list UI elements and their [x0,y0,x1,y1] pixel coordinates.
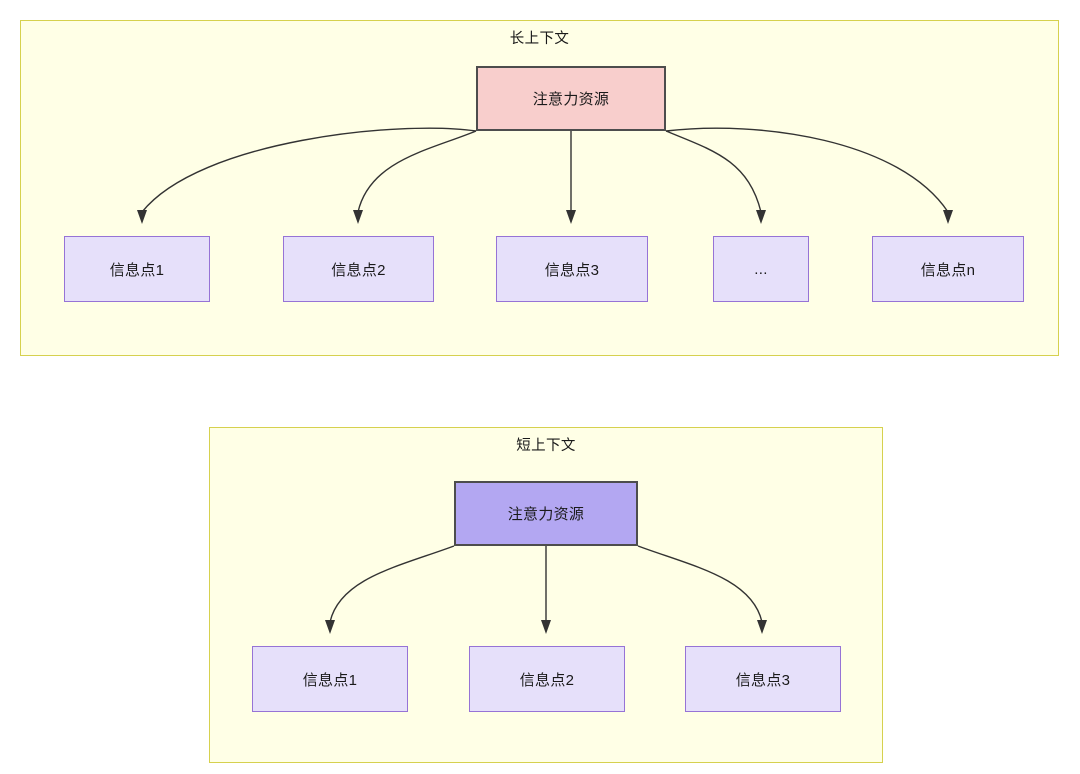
panel-short-context: 短上下文 [209,427,883,763]
node-info-point-long-ellipsis[interactable]: ... [713,236,809,302]
node-label: 注意力资源 [532,91,610,108]
node-info-point-short-2[interactable]: 信息点2 [469,646,625,712]
node-info-point-short-3[interactable]: 信息点3 [685,646,841,712]
node-label: 信息点n [920,261,976,279]
node-label: 信息点1 [302,671,358,689]
node-label: 信息点3 [544,261,600,279]
node-attention-resource-long[interactable]: 注意力资源 [476,66,666,131]
panel-short-context-title: 短上下文 [516,438,576,454]
node-label: 信息点1 [109,261,165,279]
node-info-point-long-n[interactable]: 信息点n [872,236,1024,302]
node-label: 信息点2 [519,671,575,689]
node-label: ... [754,260,768,278]
node-label: 注意力资源 [507,506,585,523]
node-info-point-long-3[interactable]: 信息点3 [496,236,648,302]
node-label: 信息点2 [331,261,386,279]
node-label: 信息点3 [735,671,791,689]
node-attention-resource-short[interactable]: 注意力资源 [454,481,638,546]
node-info-point-short-1[interactable]: 信息点1 [252,646,408,712]
panel-long-context-title: 长上下文 [509,31,570,47]
node-info-point-long-1[interactable]: 信息点1 [64,236,210,302]
node-info-point-long-2[interactable]: 信息点2 [283,236,434,302]
